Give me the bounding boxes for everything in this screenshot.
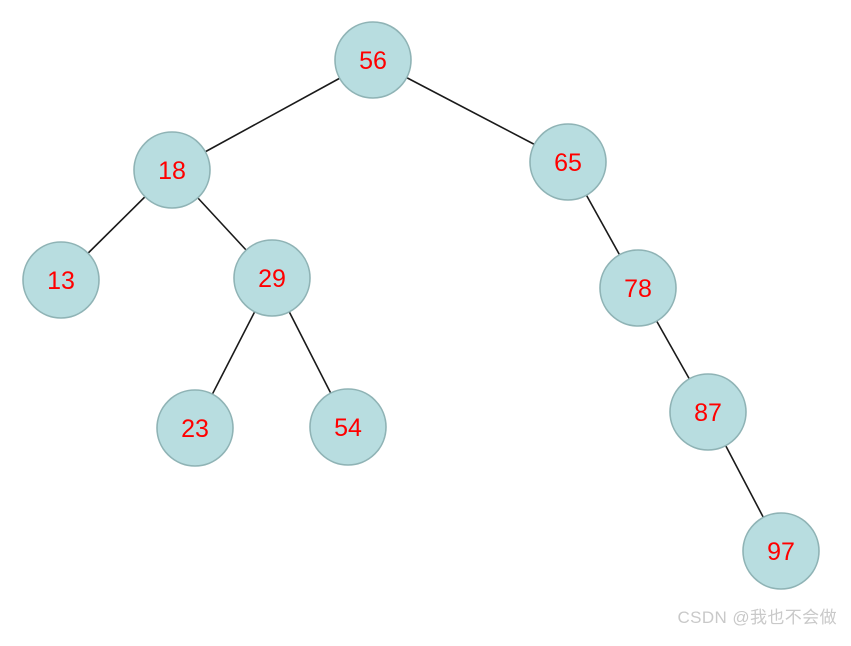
node-label-78: 78 [624,275,652,303]
node-label-87: 87 [694,399,722,427]
node-circle-54 [309,388,387,466]
node-label-97: 97 [767,538,795,566]
tree-edge-56-65 [406,76,535,146]
tree-node-54[interactable]: 54 [309,388,387,466]
tree-node-65[interactable]: 65 [529,123,607,201]
tree-node-97[interactable]: 97 [742,512,820,590]
tree-edge-87-97 [724,445,765,518]
node-label-56: 56 [359,47,387,75]
tree-node-29[interactable]: 29 [233,239,311,317]
tree-edge-65-78 [585,194,621,256]
node-circle-78 [599,249,677,327]
node-label-29: 29 [258,265,286,293]
tree-edge-29-54 [288,311,332,394]
tree-edge-18-13 [87,196,146,254]
node-circle-13 [22,241,100,319]
node-label-18: 18 [158,157,186,185]
node-circle-87 [669,373,747,451]
nodes-layer: 56 18 65 13 29 78 23 54 87 97 [22,21,820,590]
edges-layer [87,76,765,518]
tree-edge-18-29 [197,197,247,251]
tree-node-87[interactable]: 87 [669,373,747,451]
node-label-23: 23 [181,415,209,443]
tree-node-23[interactable]: 23 [156,389,234,467]
tree-node-78[interactable]: 78 [599,249,677,327]
node-label-54: 54 [334,414,362,442]
node-label-13: 13 [47,267,75,295]
node-circle-65 [529,123,607,201]
csdn-watermark: CSDN @我也不会做 [677,608,837,627]
tree-edge-78-87 [655,320,691,380]
node-circle-97 [742,512,820,590]
node-circle-29 [233,239,311,317]
tree-node-13[interactable]: 13 [22,241,100,319]
tree-edge-56-18 [204,77,341,153]
node-label-65: 65 [554,149,582,177]
node-circle-18 [133,131,211,209]
node-circle-23 [156,389,234,467]
tree-edge-29-23 [211,311,256,395]
tree-node-56[interactable]: 56 [334,21,412,99]
node-circle-56 [334,21,412,99]
tree-node-18[interactable]: 18 [133,131,211,209]
